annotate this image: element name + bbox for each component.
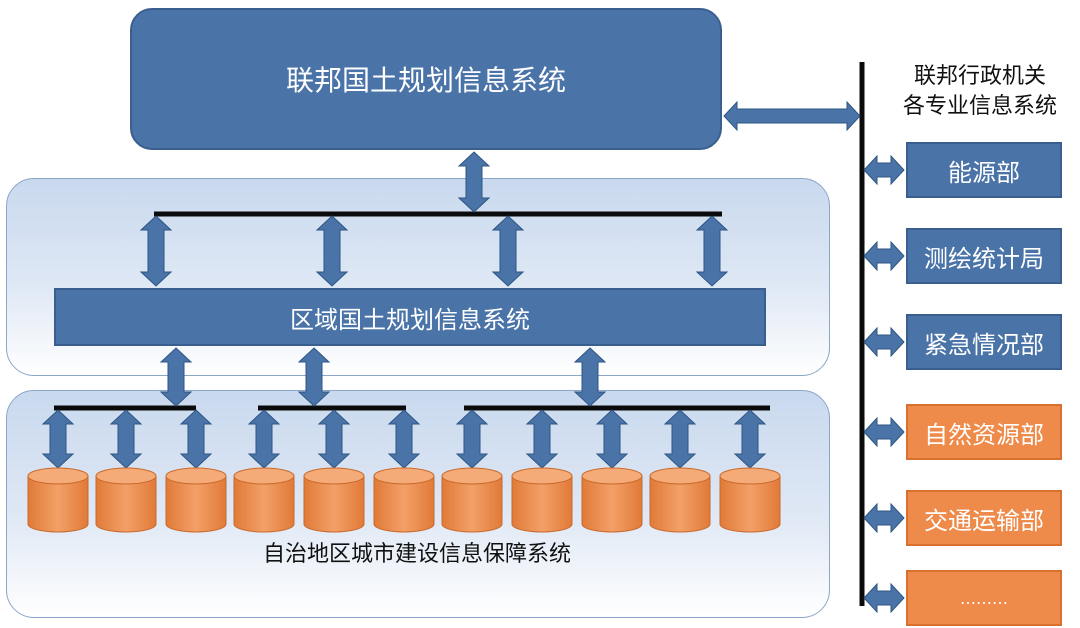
regional-system-box: 区域国土规划信息系统 xyxy=(54,288,766,346)
database-cylinder-3 xyxy=(165,467,227,533)
agency-label: 交通运输部 xyxy=(924,506,1044,535)
agency-box-survey-statistics: 测绘统计局 xyxy=(906,228,1062,284)
agency-box-more: ……… xyxy=(906,570,1062,626)
municipal-link-arrow-6 xyxy=(387,409,421,469)
agency-box-energy: 能源部 xyxy=(906,142,1062,198)
municipal-link-arrow-1 xyxy=(41,409,75,469)
agency-box-transport: 交通运输部 xyxy=(906,490,1062,546)
regional-municipal-arrow-2 xyxy=(297,347,331,407)
regional-link-arrow-2 xyxy=(315,215,349,287)
agency-link-arrow-6 xyxy=(863,582,905,614)
regional-link-arrow-4 xyxy=(695,215,729,287)
agency-box-natural-resources: 自然资源部 xyxy=(906,404,1062,460)
agency-label: ……… xyxy=(960,588,1008,608)
agency-label: 紧急情况部 xyxy=(924,330,1044,359)
regional-municipal-arrow-1 xyxy=(159,347,193,407)
database-cylinder-1 xyxy=(27,467,89,533)
regional-municipal-arrow-3 xyxy=(573,347,607,407)
municipal-link-arrow-5 xyxy=(317,409,351,469)
agency-link-arrow-2 xyxy=(863,240,905,272)
agency-label: 测绘统计局 xyxy=(924,244,1044,273)
agency-box-emergency: 紧急情况部 xyxy=(906,314,1062,370)
municipal-link-arrow-11 xyxy=(733,409,767,469)
federal-regional-arrow xyxy=(457,151,491,213)
database-cylinder-5 xyxy=(303,467,365,533)
municipal-link-arrow-4 xyxy=(247,409,281,469)
municipal-link-arrow-3 xyxy=(179,409,213,469)
database-cylinder-4 xyxy=(233,467,295,533)
agency-label: 能源部 xyxy=(948,158,1020,187)
regional-link-arrow-1 xyxy=(139,215,173,287)
database-cylinder-8 xyxy=(511,467,573,533)
agency-link-arrow-4 xyxy=(863,416,905,448)
database-cylinder-7 xyxy=(441,467,503,533)
municipal-link-arrow-10 xyxy=(663,409,697,469)
database-cylinder-6 xyxy=(373,467,435,533)
database-cylinder-group xyxy=(27,467,781,533)
municipal-link-arrow-8 xyxy=(525,409,559,469)
federal-agency-arrow xyxy=(723,100,861,132)
federal-system-box: 联邦国土规划信息系统 xyxy=(130,8,722,150)
municipal-link-arrow-9 xyxy=(595,409,629,469)
regional-link-arrow-3 xyxy=(491,215,525,287)
agency-link-arrow-3 xyxy=(863,326,905,358)
database-cylinder-2 xyxy=(95,467,157,533)
arrow-group xyxy=(41,100,905,614)
agencies-header-line2: 各专业信息系统 xyxy=(902,94,1057,119)
agencies-header: 联邦行政机关 各专业信息系统 xyxy=(882,62,1078,122)
database-cylinder-11 xyxy=(719,467,781,533)
municipal-link-arrow-2 xyxy=(109,409,143,469)
agency-link-arrow-5 xyxy=(863,502,905,534)
agencies-header-line1: 联邦行政机关 xyxy=(913,64,1046,89)
agency-link-arrow-1 xyxy=(863,154,905,186)
municipal-link-arrow-7 xyxy=(455,409,489,469)
municipal-system-title: 自治地区城市建设信息保障系统 xyxy=(262,542,571,567)
federal-system-title: 联邦国土规划信息系统 xyxy=(285,64,566,97)
regional-system-title: 区域国土规划信息系统 xyxy=(290,305,530,334)
agency-label: 自然资源部 xyxy=(924,420,1044,449)
database-cylinder-9 xyxy=(581,467,643,533)
database-cylinder-10 xyxy=(649,467,711,533)
